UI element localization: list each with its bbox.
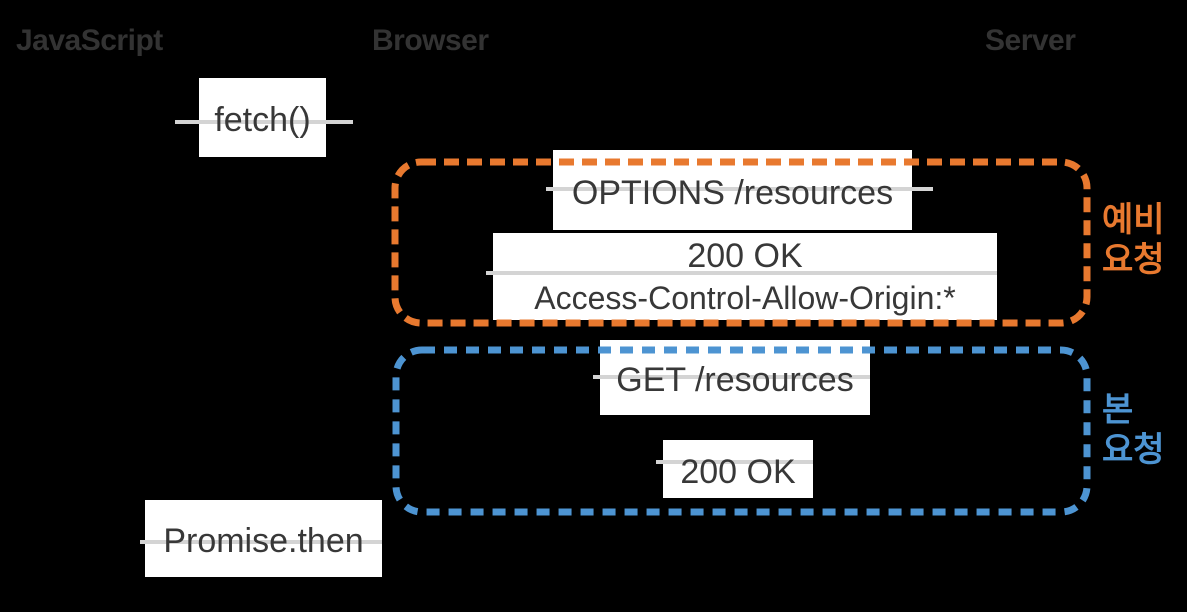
promise-then-box: Promise.then	[140, 500, 382, 577]
preflight-response-status: 200 OK	[687, 237, 803, 276]
options-request-box: OPTIONS /resources	[546, 150, 933, 230]
main-response-box: 200 OK	[656, 440, 813, 498]
connector-line	[175, 120, 353, 124]
main-response-label: 200 OK	[680, 452, 796, 491]
fetch-call-label: fetch()	[214, 101, 311, 139]
preflight-group-label: 예비 요청	[1102, 200, 1165, 280]
header-javascript: JavaScript	[16, 24, 163, 57]
preflight-response-box: 200 OK Access-Control-Allow-Origin:*	[486, 233, 997, 320]
preflight-group-label-line2: 요청	[1102, 241, 1165, 279]
get-request-label: GET /resources	[616, 361, 854, 399]
main-request-group-label-line1: 본	[1102, 391, 1134, 429]
options-request-label: OPTIONS /resources	[571, 173, 894, 212]
promise-then-label: Promise.then	[163, 522, 364, 560]
connector-line	[140, 540, 382, 544]
header-server: Server	[985, 24, 1076, 57]
get-request-box: GET /resources	[593, 340, 870, 415]
fetch-call-box: fetch()	[175, 78, 353, 157]
preflight-response-header: Access-Control-Allow-Origin:*	[534, 279, 956, 316]
main-request-group-label: 본 요청	[1102, 390, 1165, 470]
main-request-group-label-line2: 요청	[1102, 431, 1165, 469]
preflight-group-label-line1: 예비	[1102, 201, 1165, 239]
header-browser: Browser	[372, 24, 489, 57]
